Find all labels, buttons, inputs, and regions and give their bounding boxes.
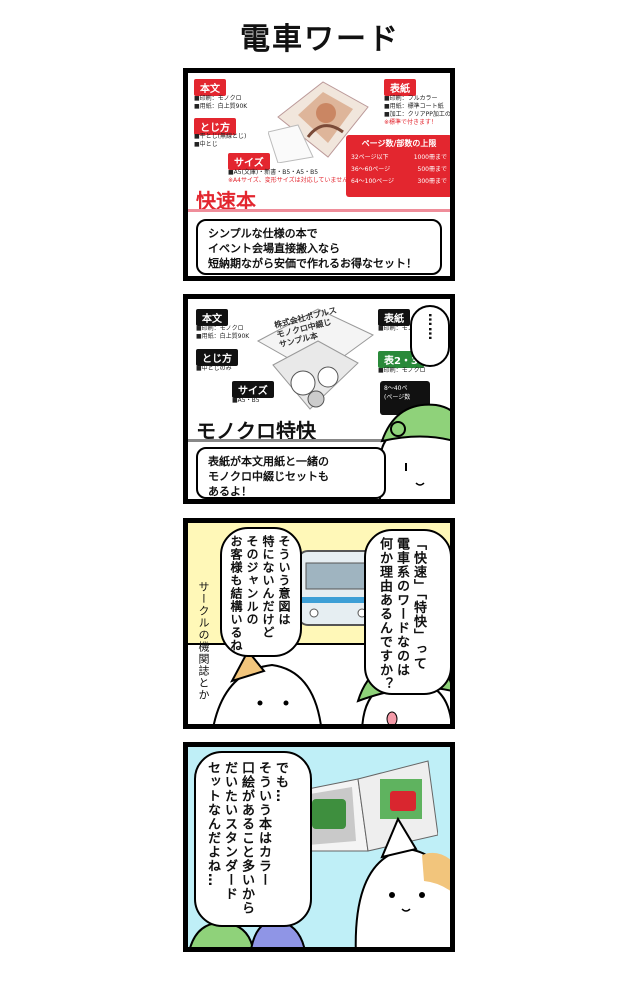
comic-panel-3: 「快速」「特快」って 電車系のワードなのは 何か理由あるんですか？ そういう意図… — [183, 518, 455, 729]
divider — [188, 209, 450, 212]
speech-text-left: そういう意図は 特にないんだけど そのジャンルの お客様も結構いるね — [229, 535, 291, 652]
tag-hyoushi: 表紙 — [378, 309, 410, 326]
comic-panel-2: 株式会社ポプルス モノクロ中綴じ サンプル本 本文 ■印刷：モノクロ ■用紙：白… — [183, 294, 455, 504]
hyoushi-specs: ■印刷：フルカラー ■用紙：標準コート紙 ■加工：クリアPP加工のみ ※標準で付… — [384, 95, 455, 126]
tag-toji: とじ方 — [196, 349, 238, 366]
page-title: 電車ワード — [240, 22, 400, 57]
background-characters — [189, 919, 306, 947]
honbun-specs: ■印刷：モノクロ ■用紙：白上質90K — [194, 95, 248, 110]
speech-bubble — [410, 305, 450, 367]
speech-bubble — [194, 751, 312, 927]
speech-text: でも… そういう本はカラー 口絵があること多いから だいたいスタンダード セット… — [205, 761, 288, 915]
tag-hyoushi: 表紙 — [384, 79, 416, 96]
tag-honbun: 本文 — [196, 309, 228, 326]
book-illustration — [268, 81, 369, 163]
toji-specs: ■中とじのみ — [196, 365, 232, 372]
speech-bubble-right — [364, 529, 450, 695]
green-cap-character — [379, 403, 450, 499]
cat-character — [354, 816, 450, 947]
hyou23-specs: ■印刷：モノクロ — [378, 367, 426, 374]
tag-size: サイズ — [232, 381, 274, 398]
kaisoku-flyer: 本文 ■印刷：モノクロ ■用紙：白上質90K とじ方 ■平とじ(無線とじ) ■中… — [188, 73, 450, 200]
comic-panel-4: でも… そういう本はカラー 口絵があること多いから だいたいスタンダード セット… — [183, 742, 455, 952]
cat-character — [212, 649, 322, 724]
hyoushi-specs: ■印刷：モノクロ — [378, 325, 426, 332]
caption-box: 表紙が本文用紙と一緒の モノクロ中綴じセットも あるよ！ — [196, 447, 386, 499]
aside-text: サークルの機関誌とか — [197, 581, 210, 701]
speech-text-right: 「快速」「特快」って 電車系のワードなのは 何か理由あるんですか？ — [377, 537, 426, 691]
color-frontispiece-illustration — [298, 760, 438, 852]
size-specs: ■A5(文庫)・新書・B5・A5・B5 ※A4サイズ、変形サイズは対応していませ… — [228, 169, 349, 184]
honbun-specs: ■印刷：モノクロ ■用紙：白上質90K — [196, 325, 250, 340]
toji-specs: ■平とじ(無線とじ) ■中とじ — [194, 133, 247, 148]
comic-panel-1: 本文 ■印刷：モノクロ ■用紙：白上質90K とじ方 ■平とじ(無線とじ) ■中… — [183, 68, 455, 281]
train-illustration — [297, 550, 379, 626]
caption-box: シンプルな仕様の本で イベント会場直接搬入なら 短納期ながら安価で作れるお得なセ… — [196, 219, 442, 275]
sample-book-illustration — [256, 308, 374, 410]
tag-honbun: 本文 — [194, 79, 226, 96]
tag-size: サイズ — [228, 153, 270, 170]
divider — [188, 439, 450, 442]
tag-toji: とじ方 — [194, 118, 236, 135]
speech-ellipsis: …… — [425, 313, 440, 341]
speech-bubble-left — [220, 527, 302, 657]
size-specs: ■A5・B5 — [232, 397, 260, 404]
